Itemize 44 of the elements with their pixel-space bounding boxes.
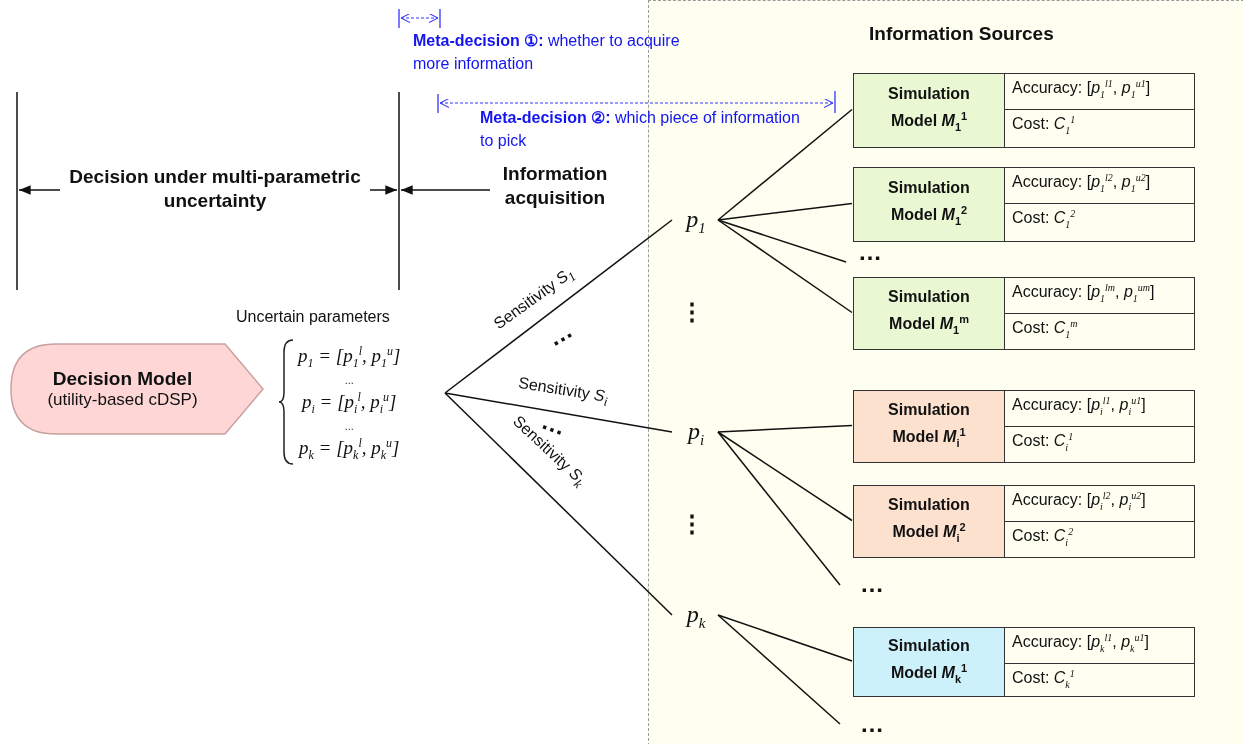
- node-subtitle: (utility-based cDSP): [47, 390, 198, 410]
- vertical-ellipsis: ⋮: [680, 300, 704, 324]
- parameter-symbol: p$_{k}$: [673, 599, 719, 633]
- connector-line: [717, 108, 853, 221]
- parameter-caption: Uncertain parameters: [236, 308, 390, 326]
- connector-line: [717, 431, 841, 586]
- equation: p$_{1}$ = [p$_{1}$$^{l}$, p$_{1}$$^{u}$]: [298, 343, 401, 373]
- accuracy-cell: Accuracy: [p$_{i}$$^{l1}$, p$_{i}$$^{u1}$]: [1005, 391, 1194, 427]
- accuracy-cell: Accuracy: [p$_{1}$$^{l1}$, p$_{1}$$^{u1}$]: [1005, 74, 1194, 110]
- equation: p$_{i}$ = [p$_{i}$$^{l}$, p$_{i}$$^{u}$]: [302, 389, 397, 419]
- simulation-model-box: [853, 167, 1195, 242]
- connector-line: [444, 219, 673, 394]
- annotation-text: Meta-decision ②: which piece of information to pick: [480, 108, 800, 151]
- annotation-text: Meta-decision ①: whether to acquire more information: [413, 31, 681, 74]
- accuracy-cell: Accuracy: [p$_{k}$$^{l1}$, p$_{k}$$^{u1}$]: [1005, 628, 1194, 664]
- simulation-model-box: [853, 277, 1195, 350]
- accuracy-cell: Accuracy: [p$_{1}$$^{l2}$, p$_{1}$$^{u2}$]: [1005, 168, 1194, 204]
- node-title: Decision Model: [52, 368, 193, 390]
- connector-line: [717, 202, 853, 221]
- simulation-model-box: [853, 485, 1195, 558]
- connector-line: [717, 614, 841, 725]
- connector-line: [717, 431, 853, 522]
- decision-model-shape: [10, 343, 265, 435]
- connector-line: [717, 614, 853, 662]
- vertical-ellipsis: ⋮: [680, 512, 704, 536]
- ellipsis: …: [858, 240, 882, 264]
- simulation-model-box: [853, 627, 1195, 697]
- equation: p$_{k}$ = [p$_{k}$$^{l}$, p$_{k}$$^{u}$]: [299, 435, 400, 465]
- ellipsis: …: [860, 572, 884, 596]
- connector-line: [444, 392, 673, 433]
- accuracy-cell: Accuracy: [p$_{i}$$^{l2}$, p$_{i}$$^{u2}$]: [1005, 486, 1194, 522]
- accuracy-cell: Accuracy: [p$_{1}$$^{lm}$, p$_{1}$$^{um}$]: [1005, 278, 1194, 314]
- ellipsis: …: [860, 712, 884, 736]
- ellipsis: ...: [344, 375, 354, 387]
- parameter-symbol: p$_{i}$: [673, 416, 719, 450]
- connector-line: [717, 219, 853, 314]
- simulation-model-box: [853, 73, 1195, 148]
- connector-line: [717, 219, 847, 263]
- panel-title: Information Sources: [869, 23, 1054, 45]
- connector-line: [717, 424, 853, 433]
- parameter-symbol: p$_{1}$: [673, 204, 719, 238]
- ellipsis: ...: [344, 421, 354, 433]
- simulation-model-box: [853, 390, 1195, 463]
- connector-line: [444, 392, 673, 616]
